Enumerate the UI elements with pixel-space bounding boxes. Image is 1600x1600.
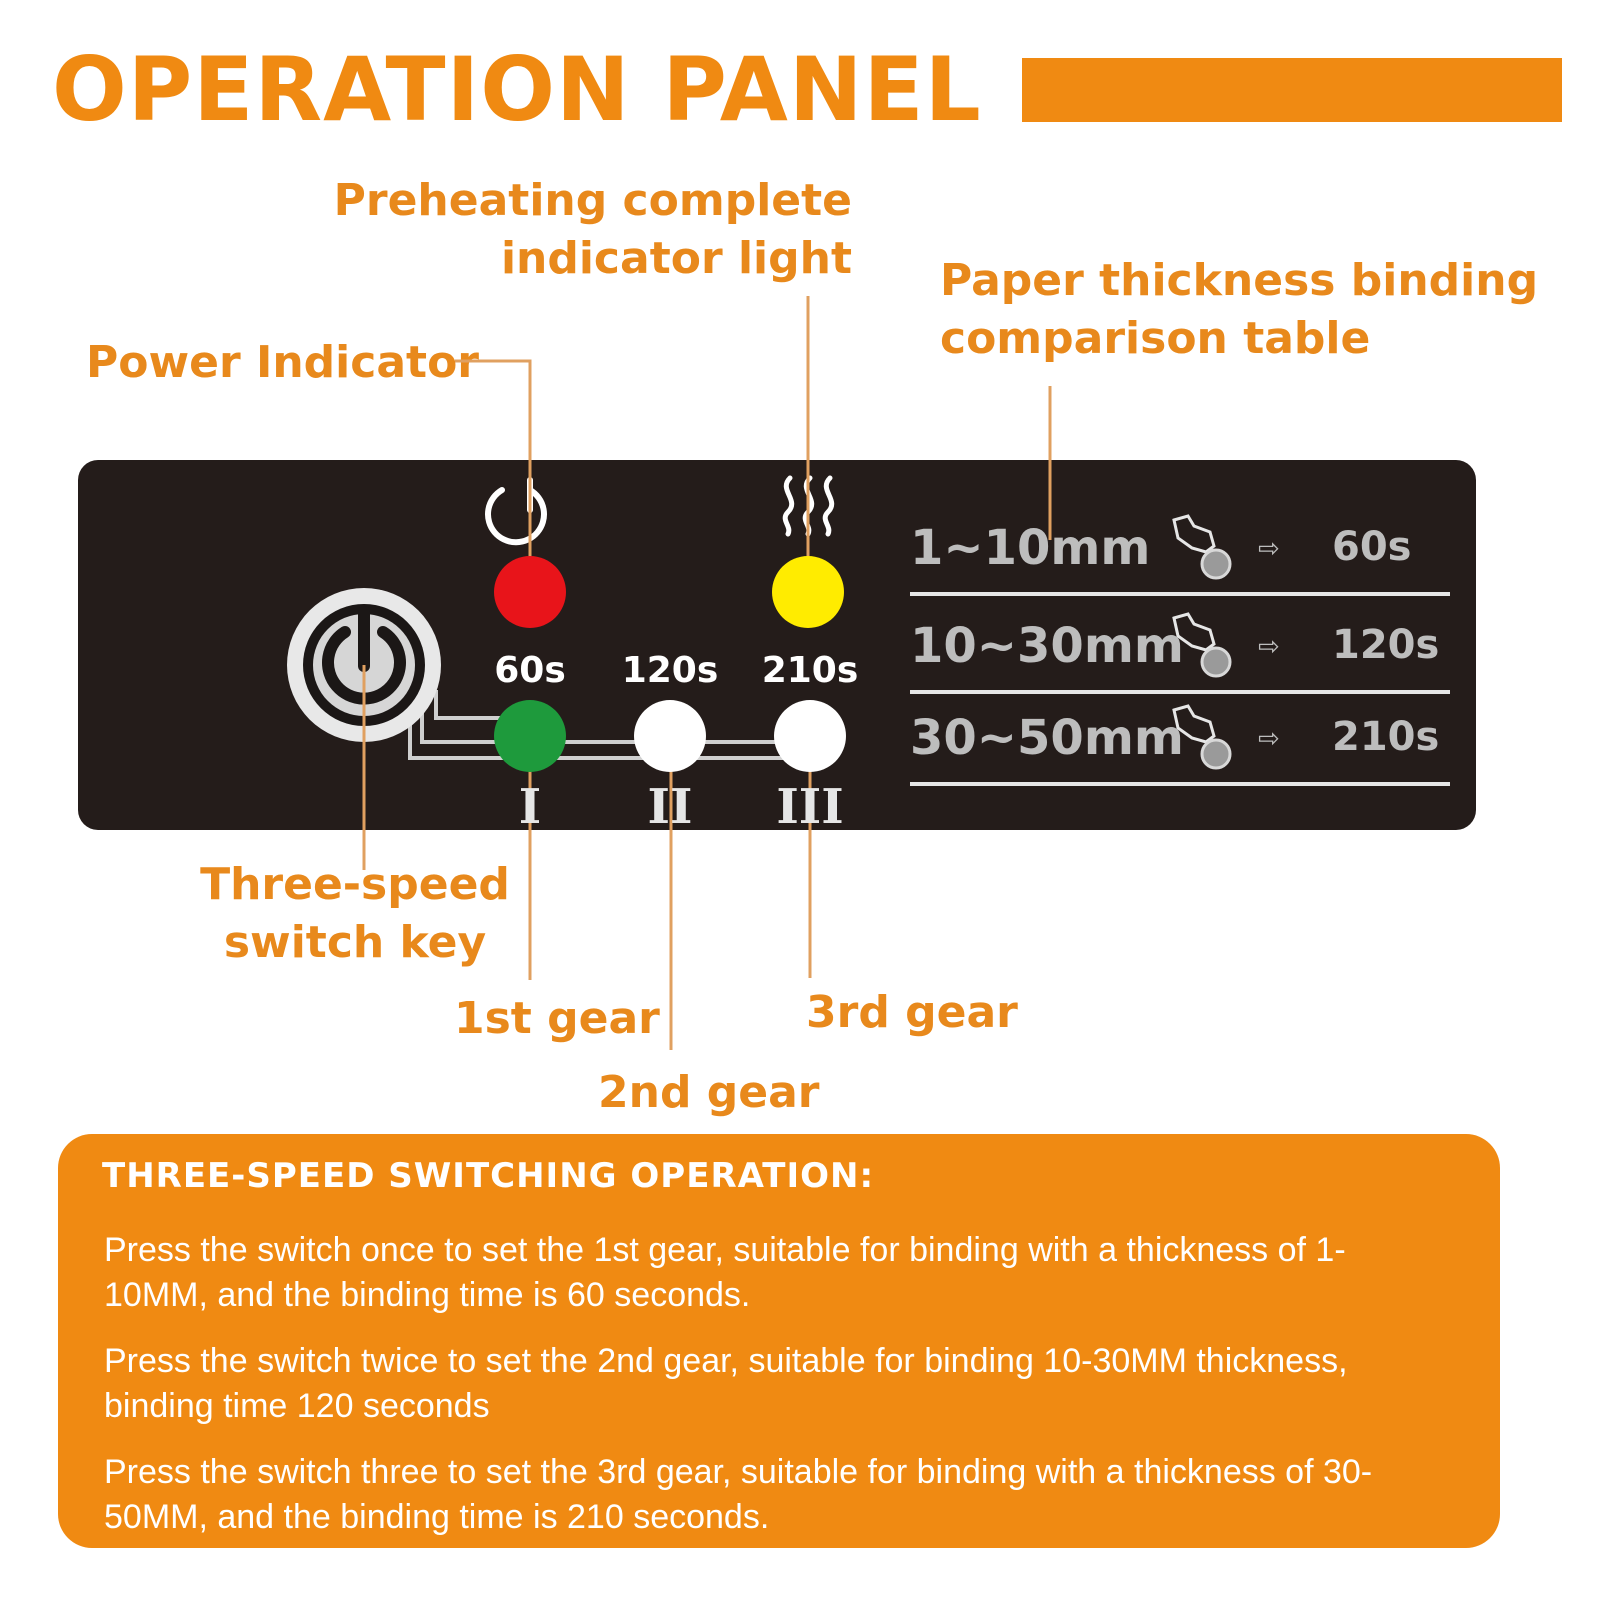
callout-thickness-line2: comparison table	[940, 313, 1371, 364]
row-divider	[910, 592, 1450, 596]
gear2-led	[634, 700, 706, 772]
gear3-led	[774, 700, 846, 772]
gear2-time-label: 120s	[621, 650, 719, 691]
page-title: OPERATION PANEL	[52, 38, 982, 141]
callout-preheating-line2: indicator light	[500, 233, 852, 284]
thickness-row: 1~10mm ⇨ 60s	[910, 512, 1450, 596]
arrow-icon: ⇨	[1258, 534, 1280, 564]
instructions-box: THREE-SPEED SWITCHING OPERATION: Press t…	[58, 1134, 1500, 1548]
instructions-heading: THREE-SPEED SWITCHING OPERATION:	[102, 1156, 875, 1196]
callout-switch-line2: switch key	[223, 917, 487, 968]
gear2-numeral: II	[647, 779, 693, 835]
arrow-icon: ⇨	[1258, 724, 1280, 754]
callout-thickness-line1: Paper thickness binding	[940, 255, 1539, 306]
gear1-numeral: I	[518, 779, 542, 835]
thickness-range: 1~10mm	[910, 520, 1151, 576]
instruction-paragraph: Press the switch three to set the 3rd ge…	[104, 1453, 1373, 1536]
row-divider	[910, 690, 1450, 694]
circuit-traces	[408, 690, 810, 760]
thickness-time: 120s	[1332, 622, 1440, 668]
callout-preheating-line1: Preheating complete	[333, 175, 852, 226]
gear1-time-label: 60s	[494, 650, 566, 691]
gear3-numeral: III	[776, 779, 844, 835]
hand-press-icon	[1172, 612, 1232, 678]
thickness-time: 60s	[1332, 524, 1412, 570]
leader-lines	[362, 296, 1052, 1050]
thickness-time: 210s	[1332, 714, 1440, 760]
callout-switch-line1: Three-speed	[200, 859, 510, 910]
arrow-icon: ⇨	[1258, 632, 1280, 662]
hand-press-icon	[1172, 514, 1232, 580]
callout-gear1: 1st gear	[454, 993, 660, 1044]
power-led	[494, 556, 566, 628]
callout-preheating: Preheating complete indicator light	[300, 172, 852, 288]
preheat-led	[772, 556, 844, 628]
callout-gear2: 2nd gear	[598, 1067, 820, 1118]
leader-power	[455, 359, 532, 578]
power-icon	[485, 477, 547, 546]
title-decor-bar	[1022, 58, 1562, 122]
callout-switch: Three-speed switch key	[200, 856, 510, 972]
callout-thickness: Paper thickness binding comparison table	[940, 252, 1538, 368]
thickness-row: 10~30mm ⇨ 120s	[910, 610, 1450, 694]
thickness-range: 10~30mm	[910, 618, 1184, 674]
gear3-time-label: 210s	[761, 650, 859, 691]
row-divider	[910, 782, 1450, 786]
hand-press-icon	[1172, 704, 1232, 770]
instruction-paragraph: Press the switch twice to set the 2nd ge…	[104, 1342, 1348, 1425]
callout-gear3: 3rd gear	[806, 987, 1018, 1038]
callout-power: Power Indicator	[86, 337, 479, 388]
thickness-row: 30~50mm ⇨ 210s	[910, 702, 1450, 786]
gear1-led	[494, 700, 566, 772]
thickness-range: 30~50mm	[910, 710, 1184, 766]
instruction-paragraph: Press the switch once to set the 1st gea…	[104, 1231, 1346, 1314]
